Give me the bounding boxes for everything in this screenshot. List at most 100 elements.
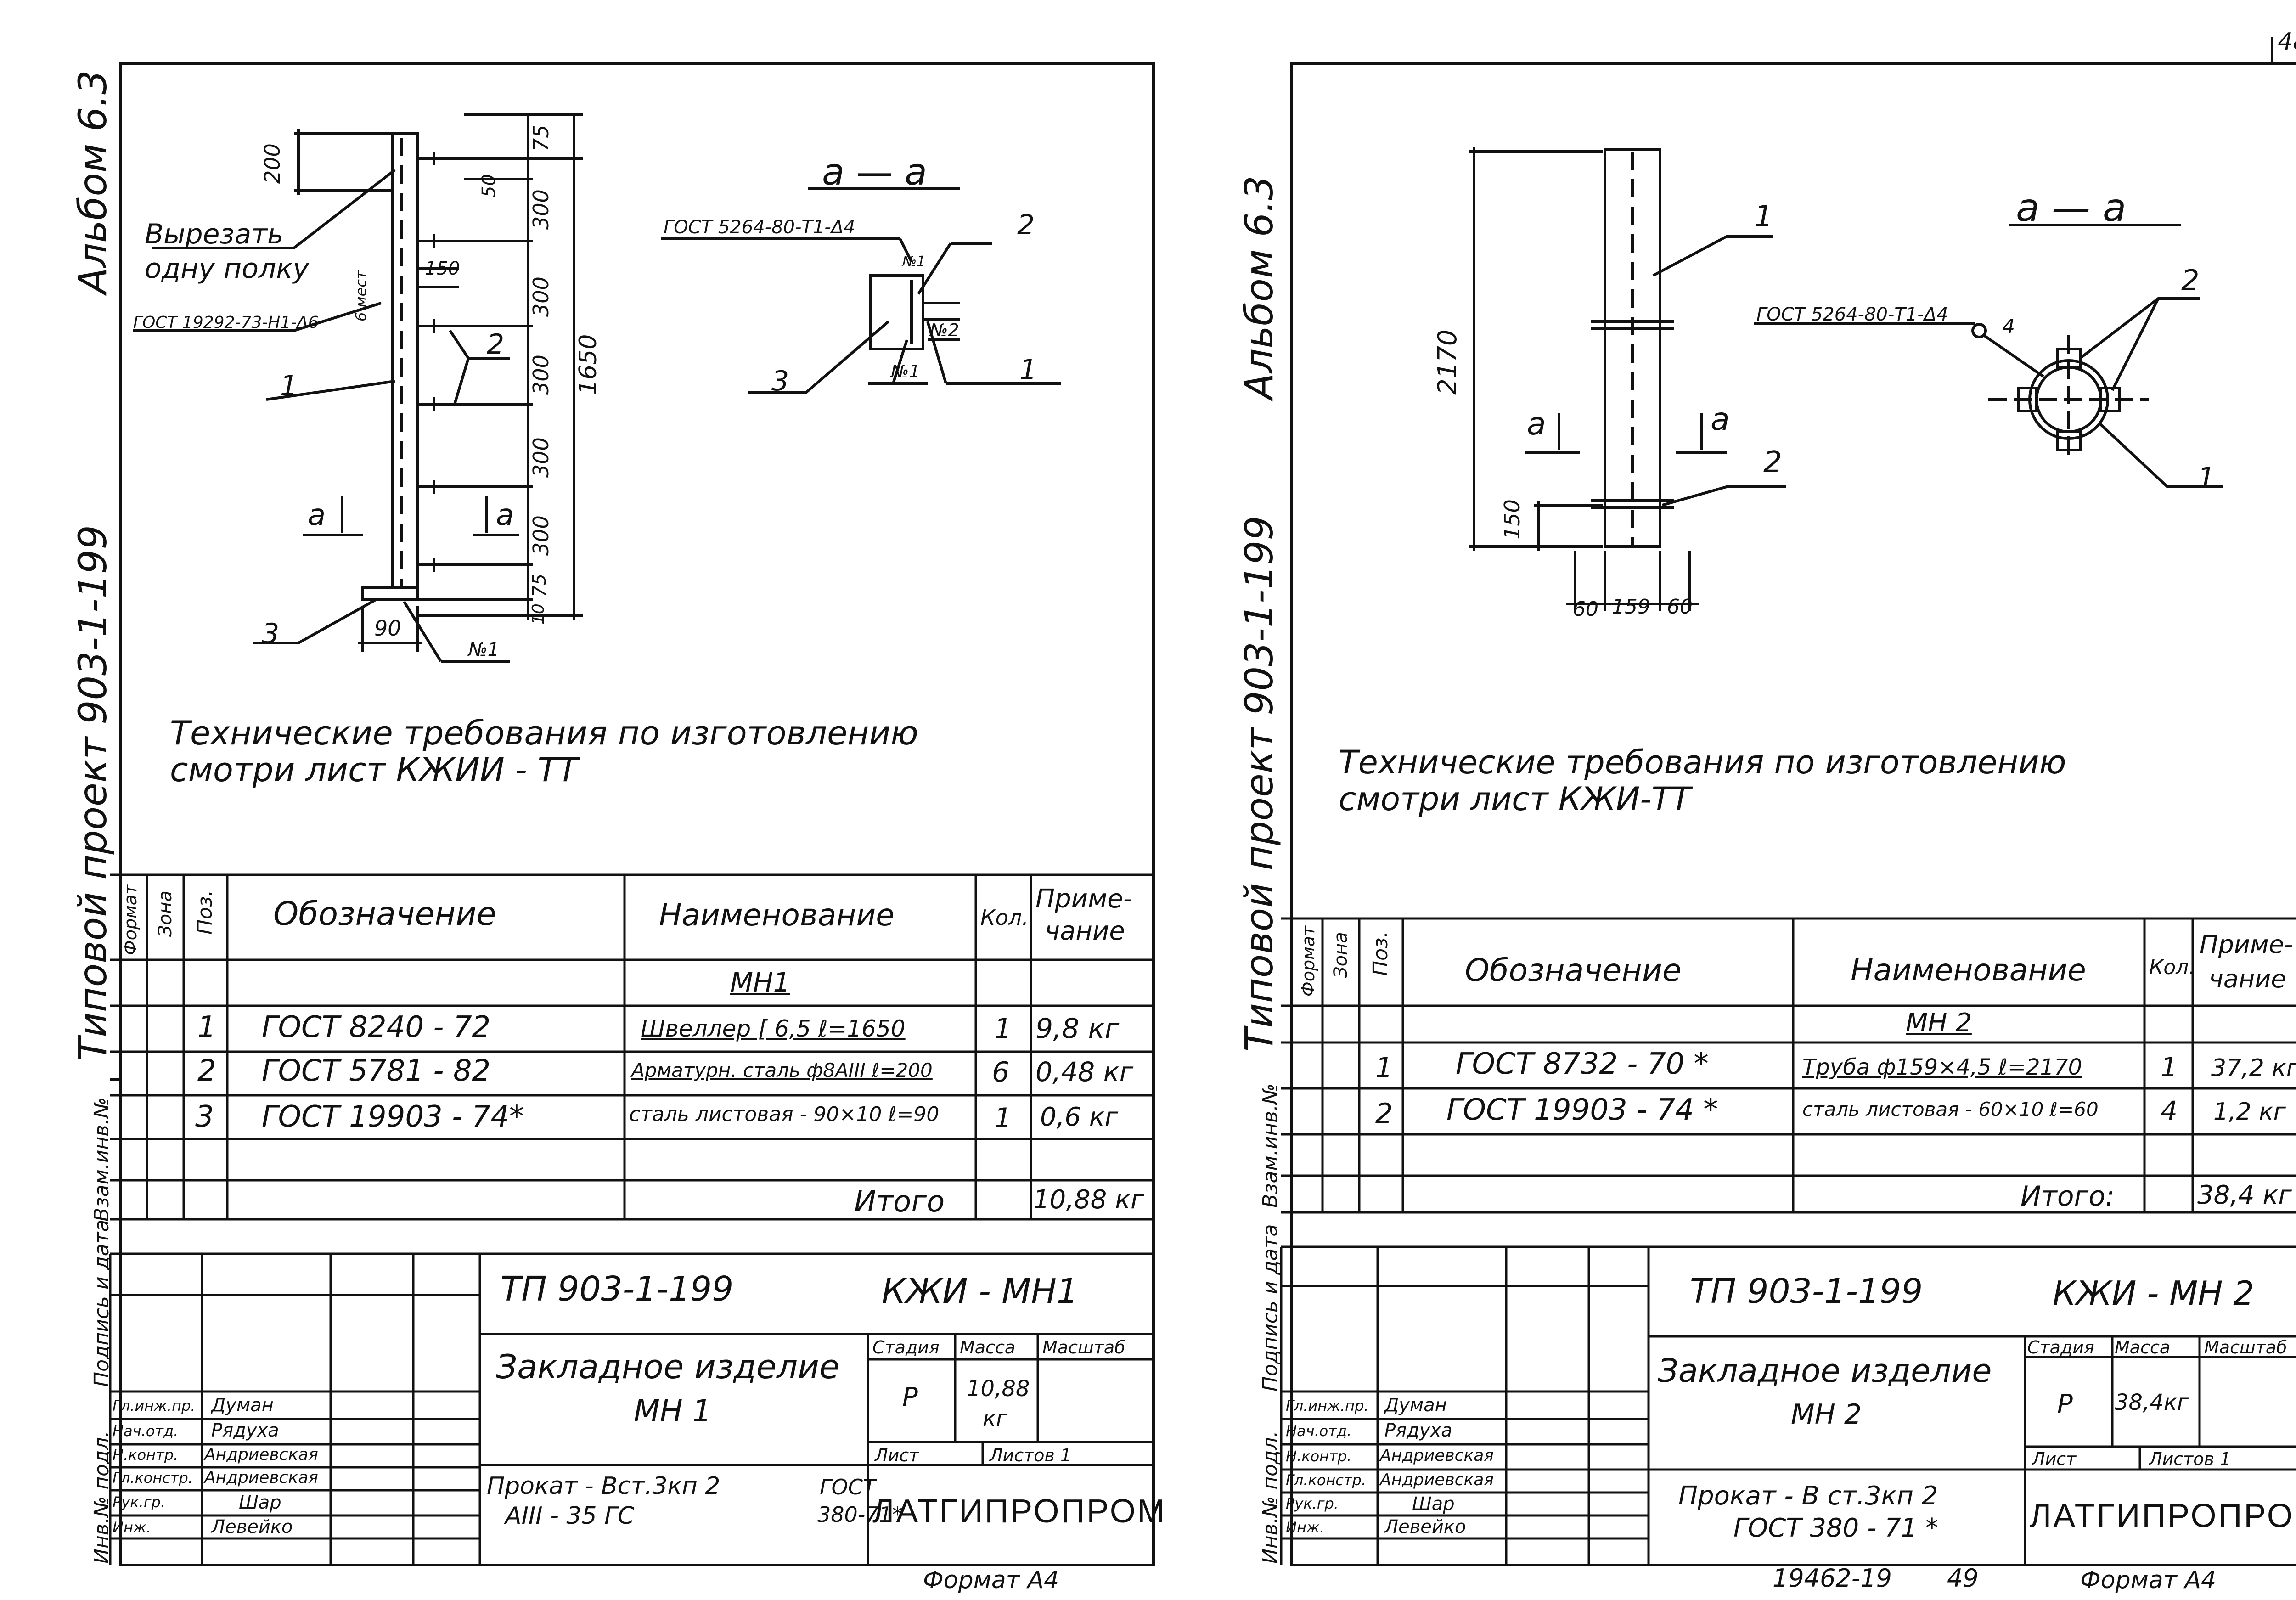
right-title-name-1: Закладное изделие xyxy=(1658,1352,1992,1390)
left-sheets-label: Листов 1 xyxy=(990,1445,1072,1465)
right-sec-a-2: а xyxy=(1711,401,1730,438)
left-side-replace: Взам.инв.№ xyxy=(90,1097,113,1222)
left-row2-name: Арматурн. сталь ф8АIII ℓ=200 xyxy=(631,1059,933,1082)
right-h-qty: Кол. xyxy=(2149,956,2195,979)
right-h-scale: Масштаб xyxy=(2204,1337,2287,1358)
left-mass-1: 10,88 xyxy=(967,1376,1030,1402)
right-role-4: Гл.констр. xyxy=(1286,1471,1366,1489)
left-name-5: Шар xyxy=(239,1492,281,1513)
left-row2-qty: 6 xyxy=(992,1056,1010,1088)
right-row2-design: ГОСТ 19903 - 74 * xyxy=(1446,1093,1718,1127)
right-tech-req-2: смотри лист КЖИ-ТТ xyxy=(1339,780,1691,818)
left-weld-1: ГОСТ 19292-73-Н1-Δ6 xyxy=(133,313,319,332)
right-sec-a-1: а xyxy=(1527,406,1546,442)
right-side-replace: Взам.инв.№ xyxy=(1259,1083,1282,1208)
right-role-2: Нач.отд. xyxy=(1286,1422,1352,1440)
left-h-design: Обозначение xyxy=(273,895,496,933)
right-title-code: ТП 903-1-199 xyxy=(1690,1272,1923,1311)
right-h-pos: Поз. xyxy=(1369,931,1392,976)
right-h-note-2: чание xyxy=(2209,964,2286,993)
left-row2-note: 0,48 кг xyxy=(1035,1056,1134,1087)
right-h-stage: Стадия xyxy=(2027,1337,2094,1358)
left-dim-10: 10 xyxy=(529,603,548,625)
right-org: ЛАТГИПРОПРОМ xyxy=(2030,1498,2296,1534)
left-h-note-2: чание xyxy=(1045,916,1125,946)
left-row3-name: сталь листовая - 90×10 ℓ=90 xyxy=(629,1103,940,1126)
left-dim-300-4: 300 xyxy=(529,437,553,478)
right-row2-pos: 2 xyxy=(1375,1098,1393,1130)
left-view-n1: №1 xyxy=(902,254,926,270)
left-material-2: АIII - 35 ГС xyxy=(505,1502,635,1530)
right-dim-60b: 60 xyxy=(1667,595,1693,619)
left-dim-75a: 75 xyxy=(529,124,553,152)
left-title-name-2: МН 1 xyxy=(634,1393,712,1429)
left-dim-150: 150 xyxy=(425,258,460,279)
right-format: Формат А4 xyxy=(2080,1566,2217,1594)
left-side-album: Альбом 6.3 xyxy=(70,70,115,294)
right-h-format: Формат xyxy=(1298,925,1318,997)
right-title-name-2: МН 2 xyxy=(1791,1398,1862,1431)
left-dim-300-1: 300 xyxy=(529,189,553,230)
page-number: 48 xyxy=(2278,28,2296,56)
left-role-4: Гл.констр. xyxy=(113,1469,193,1487)
right-name-4: Андриевская xyxy=(1380,1470,1494,1489)
left-note-cut-2: одну полку xyxy=(145,253,310,285)
left-dim-300-5: 300 xyxy=(529,515,553,556)
left-h-stage: Стадия xyxy=(872,1337,940,1358)
left-dim-75b: 75 xyxy=(529,574,550,597)
left-row2-design: ГОСТ 5781 - 82 xyxy=(262,1054,491,1088)
right-weld: ГОСТ 5264-80-Т1-Δ4 xyxy=(1756,304,1948,325)
left-stage: Р xyxy=(902,1382,918,1412)
left-h-name: Наименование xyxy=(659,897,895,933)
right-h-design: Обозначение xyxy=(1465,952,1682,989)
left-role-2: Нач.отд. xyxy=(113,1422,179,1440)
right-name-3: Андриевская xyxy=(1380,1446,1494,1465)
left-name-2: Рядуха xyxy=(211,1420,279,1441)
right-row1-pos: 1 xyxy=(1375,1052,1393,1084)
left-mass-2: кг xyxy=(983,1406,1008,1431)
left-role-1: Гл.инж.пр. xyxy=(113,1397,196,1414)
right-h-zone: Зона xyxy=(1330,932,1351,978)
left-name-4: Андриевская xyxy=(204,1468,318,1487)
left-view-no1: №1 xyxy=(891,361,920,382)
right-view-pos-2: 2 xyxy=(2181,264,2200,297)
left-group: МН1 xyxy=(730,967,790,998)
left-view-label: а — а xyxy=(822,151,927,193)
right-name-2: Рядуха xyxy=(1384,1420,1452,1441)
left-row1-qty: 1 xyxy=(994,1013,1012,1045)
left-dim-300-3: 300 xyxy=(529,355,553,395)
right-row1-name: Труба ф159×4,5 ℓ=2170 xyxy=(1802,1054,2082,1080)
right-row2-note: 1,2 кг xyxy=(2213,1098,2286,1126)
left-name-1: Думан xyxy=(211,1395,274,1416)
right-h-name: Наименование xyxy=(1851,952,2086,988)
left-name-6: Левейко xyxy=(211,1516,293,1538)
right-pos-1: 1 xyxy=(1754,200,1773,234)
left-h-zone: Зона xyxy=(155,890,176,937)
left-weld-2: ГОСТ 5264-80-Т1-Δ4 xyxy=(664,217,855,238)
right-dim-159: 159 xyxy=(1612,595,1650,619)
left-sec-a-1: а xyxy=(308,498,326,532)
left-material-1: Прокат - Вст.3кп 2 xyxy=(487,1472,720,1500)
right-side-inv: Инв.№ подл. xyxy=(1259,1431,1282,1564)
left-tech-req-1: Технические требования по изготовлению xyxy=(170,714,918,752)
left-material-4: 380-71* xyxy=(817,1502,903,1527)
left-pos-2: 2 xyxy=(487,328,505,361)
left-dim-1650: 1650 xyxy=(574,334,602,395)
right-row2-name: сталь листовая - 60×10 ℓ=60 xyxy=(1802,1098,2099,1121)
left-h-note-1: Приме- xyxy=(1035,884,1132,914)
left-h-qty: Кол. xyxy=(980,905,1029,930)
left-dim-200: 200 xyxy=(260,143,285,184)
left-view-pos-2: 2 xyxy=(1017,209,1035,241)
left-view-pos-3: 3 xyxy=(771,365,789,397)
left-view-no2: №2 xyxy=(930,320,959,340)
left-side-project: Типовой проект 903-1-199 xyxy=(70,525,115,1061)
right-dim-60a: 60 xyxy=(1573,597,1598,621)
right-name-5: Шар xyxy=(1412,1493,1455,1515)
left-dim-90: 90 xyxy=(374,616,401,641)
left-row1-pos: 1 xyxy=(197,1010,216,1044)
left-h-mass: Масса xyxy=(960,1337,1016,1358)
right-dim-2170: 2170 xyxy=(1433,329,1463,395)
right-material-1: Прокат - В ст.3кп 2 xyxy=(1678,1481,1938,1511)
left-name-3: Андриевская xyxy=(204,1445,318,1464)
left-dim-50: 50 xyxy=(478,174,500,197)
